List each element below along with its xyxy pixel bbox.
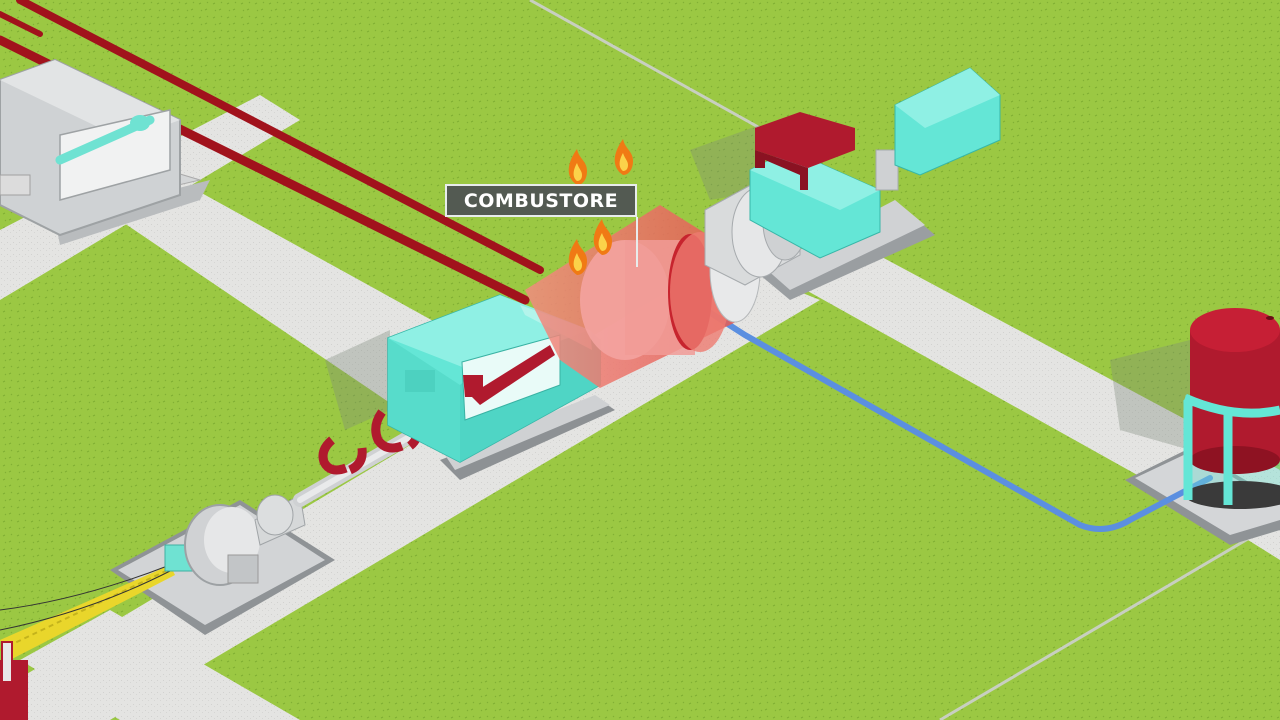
motor-assembly: [0, 418, 437, 660]
combustor-label: COMBUSTORE: [445, 184, 637, 217]
pad-compressor: [440, 395, 615, 480]
water-pipe: [692, 300, 1213, 532]
flame-icon: [568, 239, 587, 275]
site-lines: [529, 0, 1280, 720]
chimney-stub: [0, 641, 28, 720]
flame-icon: [614, 139, 633, 175]
storage-tank: [1183, 308, 1280, 509]
generator-hall: [0, 58, 210, 245]
flame-icon: [593, 219, 612, 255]
combustor-chamber: [525, 205, 761, 388]
turbine: [704, 67, 1001, 286]
flame-icon: [568, 149, 587, 185]
callout-leader-line: [636, 217, 638, 267]
